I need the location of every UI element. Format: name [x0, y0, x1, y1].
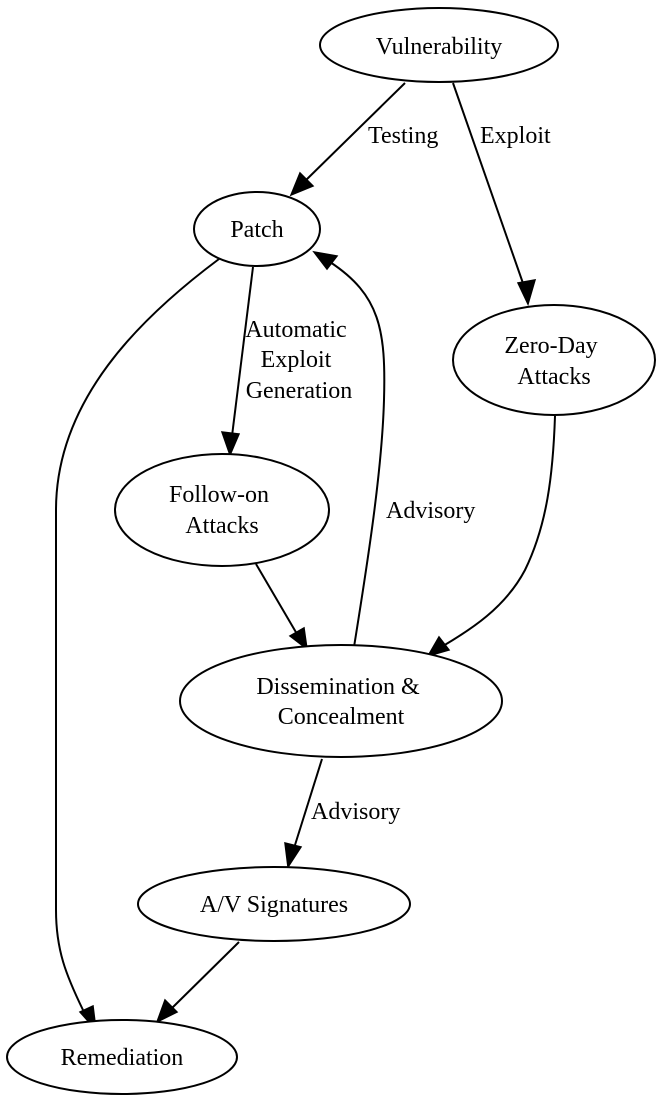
edge-zero-day-to-dissemination: [426, 415, 556, 658]
node-shape: [452, 304, 656, 416]
node-label-line: Attacks: [185, 513, 258, 539]
node-label: Follow-on Attacks: [169, 482, 275, 539]
arrowhead: [312, 250, 339, 271]
node-shape: [319, 7, 559, 83]
node-follow-on-attacks[interactable]: Follow-on Attacks: [114, 453, 330, 567]
node-label-line: Zero-Day: [504, 333, 597, 359]
node-dissemination-concealment[interactable]: Dissemination & Concealment: [179, 644, 503, 758]
edge-label-testing: Testing: [368, 123, 438, 149]
node-label: Zero-Day Attacks: [504, 333, 603, 390]
node-shape: [6, 1019, 238, 1095]
node-shape: [179, 644, 503, 758]
node-label: A/V Signatures: [200, 892, 348, 918]
node-label-line: Follow-on: [169, 482, 269, 508]
edge-line: [231, 266, 254, 437]
edge-dissemination-to-patch: Advisory: [312, 250, 475, 648]
edge-label-advisory-to-patch: Advisory: [386, 498, 475, 524]
edge-vulnerability-to-zero-day: Exploit: [452, 82, 551, 307]
arrowhead: [426, 635, 451, 658]
node-label-line: Attacks: [517, 364, 590, 390]
edge-label-line: Exploit: [261, 347, 332, 373]
node-shape: [193, 191, 321, 267]
edge-vulnerability-to-patch: Testing: [289, 82, 438, 197]
edge-patch-to-follow-on: Automatic Exploit Generation: [220, 266, 352, 458]
edge-line: [452, 82, 526, 290]
edge-line: [294, 758, 323, 846]
arrowhead: [284, 842, 303, 870]
node-av-signatures[interactable]: A/V Signatures: [137, 866, 411, 942]
edge-dissemination-to-av-signatures: Advisory: [284, 758, 400, 870]
node-zero-day-attacks[interactable]: Zero-Day Attacks: [452, 304, 656, 416]
edge-line: [55, 258, 220, 1011]
node-vulnerability[interactable]: Vulnerability: [319, 7, 559, 83]
node-label: Dissemination & Concealment: [256, 674, 425, 730]
edge-label-line: Automatic: [245, 317, 346, 343]
edge-line: [329, 261, 386, 648]
node-label-line: Concealment: [278, 704, 405, 730]
arrowhead: [516, 279, 537, 307]
edge-label-line: Generation: [246, 378, 353, 404]
edge-line: [255, 563, 298, 635]
node-label-line: Dissemination &: [256, 674, 420, 700]
edge-label-automatic-exploit-generation: Automatic Exploit Generation: [245, 317, 352, 404]
arrowhead: [288, 626, 309, 651]
edge-label-exploit: Exploit: [480, 123, 551, 149]
node-patch[interactable]: Patch: [193, 191, 321, 267]
node-shape: [114, 453, 330, 567]
edge-av-signatures-to-remediation: [155, 941, 240, 1024]
node-remediation[interactable]: Remediation: [6, 1019, 238, 1095]
edge-line: [169, 941, 240, 1011]
edge-line: [442, 415, 556, 647]
arrowhead: [220, 431, 241, 458]
edge-line: [302, 82, 406, 184]
node-label: Vulnerability: [376, 34, 503, 60]
node-label: Patch: [230, 217, 283, 243]
node-shape: [137, 866, 411, 942]
arrowhead: [289, 171, 315, 197]
node-label: Remediation: [61, 1045, 184, 1071]
arrowhead: [155, 998, 179, 1024]
edge-label-advisory-to-av: Advisory: [311, 799, 400, 825]
edge-follow-on-to-dissemination: [255, 563, 309, 651]
